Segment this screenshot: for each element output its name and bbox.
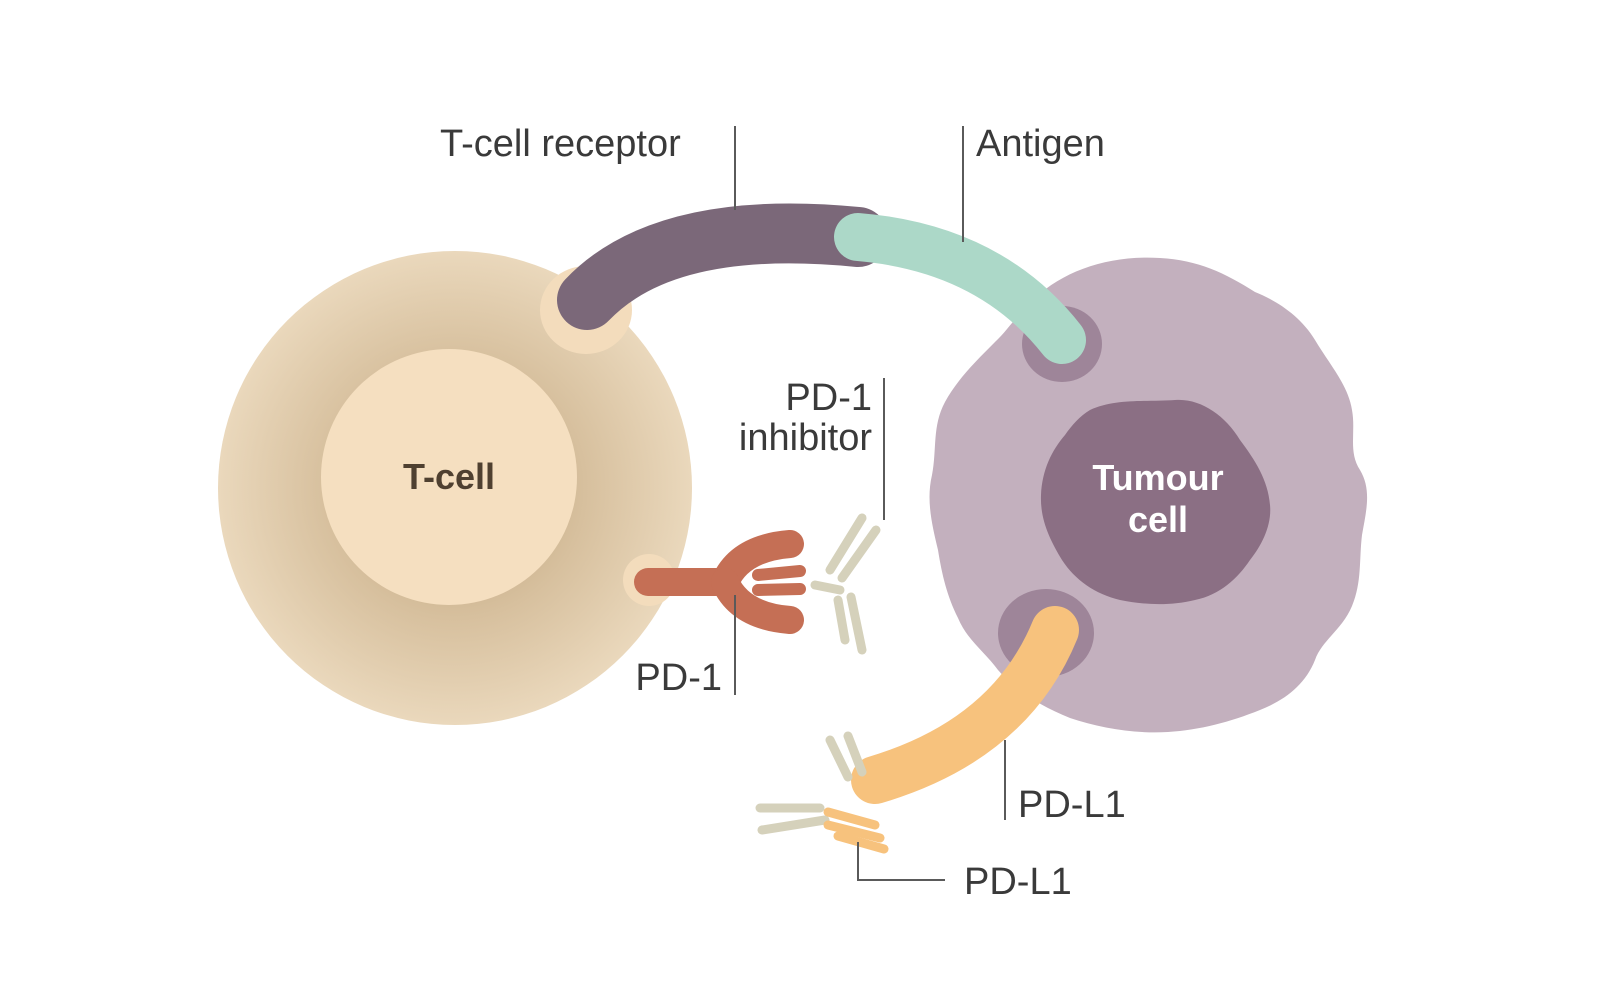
pd-l1-ligand-label: PD-L1 [1018, 784, 1126, 826]
pd1-inhibitor-label-line1: PD-1 [785, 377, 872, 419]
tumour-cell-label-line2: cell [1127, 499, 1189, 540]
antigen-label: Antigen [976, 123, 1105, 165]
pd-l1-inhibitor-label: PD-L1 [964, 861, 1072, 903]
t-cell-nucleus [321, 349, 577, 605]
pd-l1-ligand-shape [851, 606, 1079, 804]
t-cell-receptor-label: T-cell receptor [440, 123, 681, 165]
pd1-inhibitor-antibody [810, 513, 881, 655]
pd1-receptor-shape [634, 530, 806, 634]
antigen-shape [834, 213, 1086, 364]
pd-l1-inhibitor-leader [857, 842, 945, 881]
leader-lines [734, 126, 1006, 881]
pd-l1-inhibitor-antibody [755, 731, 889, 854]
pd1-label: PD-1 [635, 657, 722, 699]
tumour-cell-label-line1: Tumour [1092, 457, 1224, 498]
t-cell-receptor-shape [557, 203, 888, 330]
tumour-cell-nucleus [1040, 399, 1271, 605]
pd1-inhibitor-label-line2: inhibitor [738, 417, 872, 459]
t-cell-label: T-cell [402, 456, 496, 497]
